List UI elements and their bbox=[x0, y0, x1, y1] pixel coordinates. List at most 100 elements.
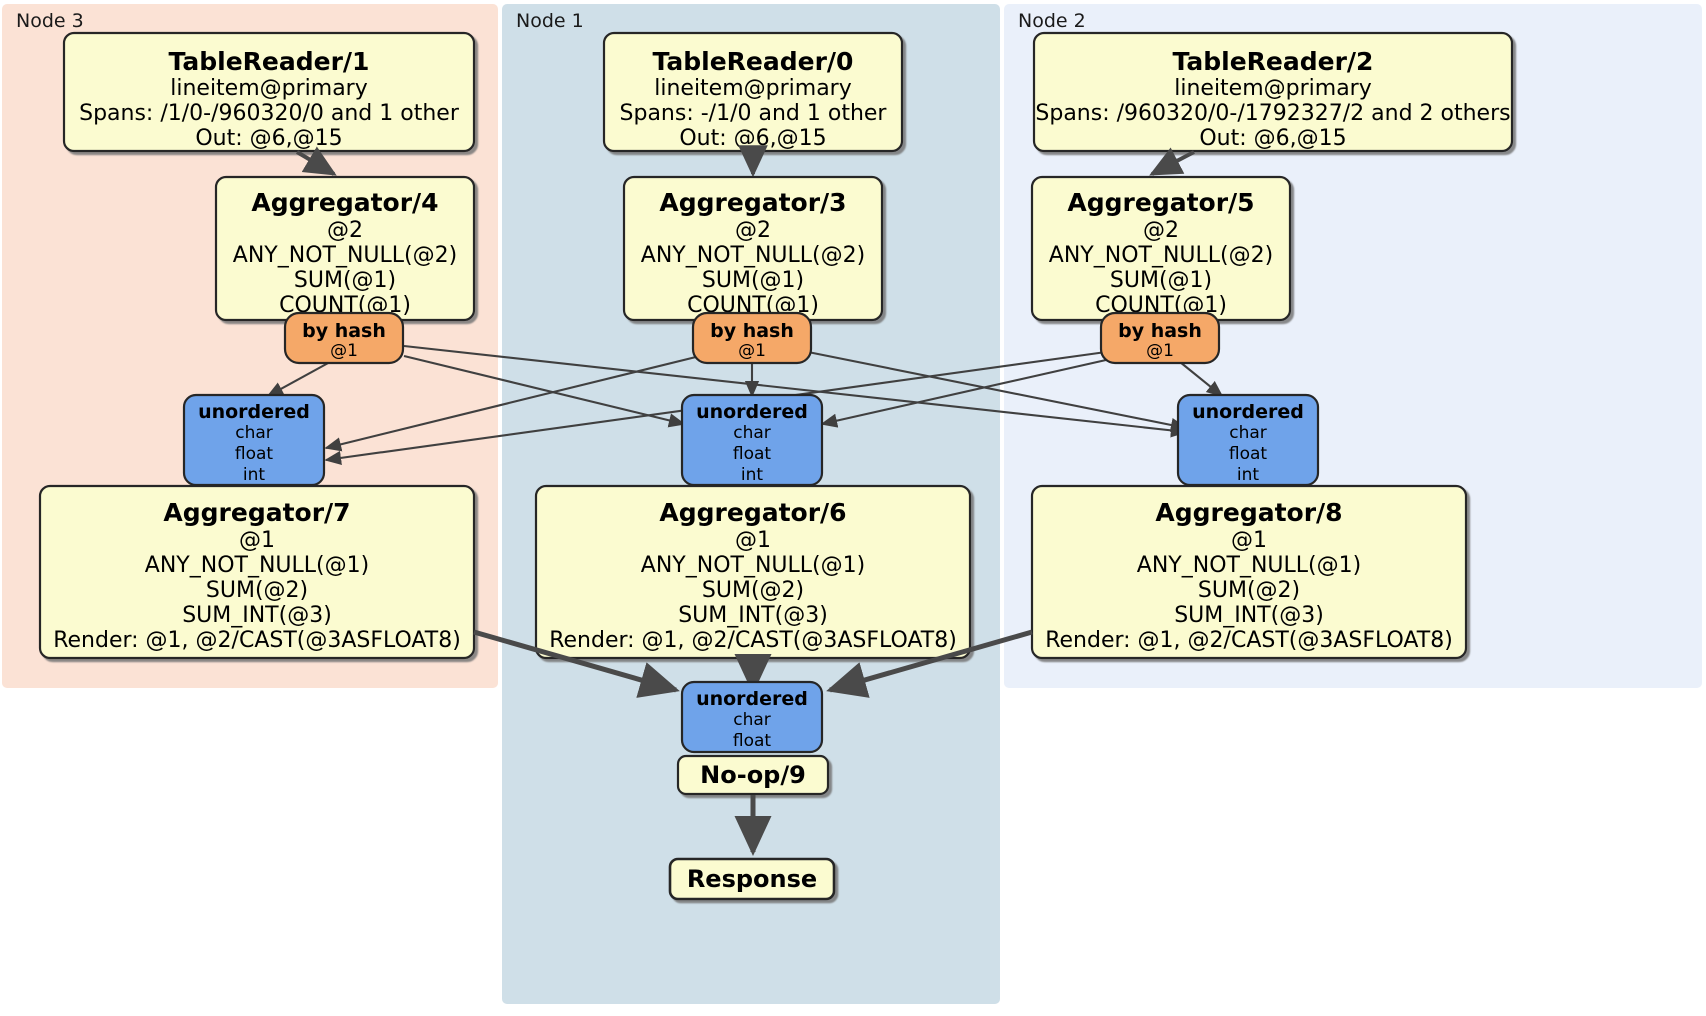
unordered-sync-node1-line-0: char bbox=[733, 423, 771, 443]
table-reader-0-line-2: Out: @6,@15 bbox=[679, 126, 826, 151]
table-reader-2-box[interactable] bbox=[1032, 31, 1514, 153]
response-title: Response bbox=[687, 865, 817, 893]
aggregator-8-box[interactable] bbox=[1030, 484, 1468, 660]
aggregator-4[interactable]: Aggregator/4 @2 ANY_NOT_NULL(@2) SUM(@1)… bbox=[214, 175, 476, 322]
table-reader-2[interactable]: TableReader/2 lineitem@primary Spans: /9… bbox=[1032, 31, 1514, 153]
aggregator-6-title: Aggregator/6 bbox=[659, 498, 846, 527]
aggregator-7-box[interactable] bbox=[38, 484, 476, 660]
aggregator-8-line-4: Render: @1, @2/CAST(@3ASFLOAT8) bbox=[1045, 628, 1453, 653]
table-reader-2-line-2: Out: @6,@15 bbox=[1199, 126, 1346, 151]
aggregator-7-title: Aggregator/7 bbox=[163, 498, 350, 527]
aggregator-5-line-2: SUM(@1) bbox=[1110, 268, 1212, 293]
unordered-sync-node2-line-1: float bbox=[1229, 444, 1268, 464]
edge-tr1-to-agg4 bbox=[295, 146, 337, 176]
aggregator-4-title: Aggregator/4 bbox=[251, 188, 438, 217]
aggregator-7-line-4: Render: @1, @2/CAST(@3ASFLOAT8) bbox=[53, 628, 461, 653]
hash-router-node2-title: by hash bbox=[1118, 320, 1202, 342]
node2-panel-label: Node 2 bbox=[1018, 10, 1086, 32]
aggregator-3[interactable]: Aggregator/3 @2 ANY_NOT_NULL(@2) SUM(@1)… bbox=[622, 175, 884, 322]
aggregator-5-title: Aggregator/5 bbox=[1067, 188, 1254, 217]
table-reader-0-title: TableReader/0 bbox=[653, 47, 854, 76]
aggregator-7-line-1: ANY_NOT_NULL(@1) bbox=[145, 553, 369, 578]
edge-hash3-to-un1 bbox=[403, 344, 1188, 438]
aggregator-8-line-3: SUM_INT(@3) bbox=[1174, 603, 1324, 628]
aggregator-6-line-0: @1 bbox=[735, 528, 771, 553]
hash-router-node1[interactable]: by hash @1 bbox=[691, 311, 813, 365]
reader-to-aggregator-edges bbox=[295, 145, 1195, 178]
hash-router-node2-box[interactable] bbox=[1099, 311, 1221, 365]
final-unordered-sync-box[interactable] bbox=[680, 680, 824, 754]
final-unordered-sync-title: unordered bbox=[696, 688, 808, 710]
unordered-sync-node1-line-2: int bbox=[741, 465, 763, 485]
edge-hash2-to-un2 bbox=[1179, 361, 1224, 398]
hash-router-node1-line-0: @1 bbox=[738, 341, 766, 361]
hash-router-node3-line-0: @1 bbox=[330, 341, 358, 361]
table-reader-1-box[interactable] bbox=[62, 31, 476, 153]
aggregator-7-line-2: SUM(@2) bbox=[206, 578, 308, 603]
node1-panel-label: Node 1 bbox=[516, 10, 584, 32]
edge-hash3-to-un3 bbox=[266, 361, 331, 397]
hash-router-node1-box[interactable] bbox=[691, 311, 813, 365]
aggregator-6-line-1: ANY_NOT_NULL(@1) bbox=[641, 553, 865, 578]
table-reader-1-line-1: Spans: /1/0-/960320/0 and 1 other bbox=[79, 101, 460, 126]
edge-agg8-to-unfinal bbox=[826, 629, 1033, 698]
hash-router-node1-title: by hash bbox=[710, 320, 794, 342]
final-unordered-sync-line-0: char bbox=[733, 710, 771, 730]
edge-hash2-to-un1 bbox=[820, 358, 1107, 428]
aggregator-7[interactable]: Aggregator/7 @1 ANY_NOT_NULL(@1) SUM(@2)… bbox=[38, 484, 476, 660]
table-reader-2-title: TableReader/2 bbox=[1173, 47, 1374, 76]
aggregator-8-title: Aggregator/8 bbox=[1155, 498, 1342, 527]
aggregator-7-line-0: @1 bbox=[239, 528, 275, 553]
hash-router-node2-line-0: @1 bbox=[1146, 341, 1174, 361]
unordered-sync-node2-line-2: int bbox=[1237, 465, 1259, 485]
table-reader-2-line-1: Spans: /960320/0-/1792327/2 and 2 others bbox=[1035, 101, 1510, 126]
response-box[interactable] bbox=[668, 857, 836, 901]
aggregator-6-line-4: Render: @1, @2/CAST(@3ASFLOAT8) bbox=[549, 628, 957, 653]
table-reader-1[interactable]: TableReader/1 lineitem@primary Spans: /1… bbox=[62, 31, 476, 153]
unordered-sync-node3[interactable]: unordered char float int bbox=[182, 393, 326, 487]
aggregator-4-line-1: ANY_NOT_NULL(@2) bbox=[233, 243, 457, 268]
no-op-9-box[interactable] bbox=[676, 754, 830, 796]
aggregator-8[interactable]: Aggregator/8 @1 ANY_NOT_NULL(@1) SUM(@2)… bbox=[1030, 484, 1468, 660]
aggregator-7-line-3: SUM_INT(@3) bbox=[182, 603, 332, 628]
unordered-sync-node2-line-0: char bbox=[1229, 423, 1267, 443]
unordered-sync-node1[interactable]: unordered char float int bbox=[680, 393, 824, 487]
aggregator-8-line-1: ANY_NOT_NULL(@1) bbox=[1137, 553, 1361, 578]
node3-panel-label: Node 3 bbox=[16, 10, 84, 32]
aggregator-6-line-2: SUM(@2) bbox=[702, 578, 804, 603]
hash-router-node3[interactable]: by hash @1 bbox=[283, 311, 405, 365]
table-reader-1-title: TableReader/1 bbox=[169, 47, 370, 76]
aggregator-8-line-0: @1 bbox=[1231, 528, 1267, 553]
aggregator-5[interactable]: Aggregator/5 @2 ANY_NOT_NULL(@2) SUM(@1)… bbox=[1030, 175, 1292, 322]
unordered-sync-node3-line-1: float bbox=[235, 444, 274, 464]
hash-router-node3-box[interactable] bbox=[283, 311, 405, 365]
edge-agg7-to-unfinal bbox=[473, 629, 680, 698]
aggregator-5-line-0: @2 bbox=[1143, 218, 1179, 243]
aggregator-8-line-2: SUM(@2) bbox=[1198, 578, 1300, 603]
table-reader-0[interactable]: TableReader/0 lineitem@primary Spans: -/… bbox=[602, 31, 904, 153]
aggregator-3-line-1: ANY_NOT_NULL(@2) bbox=[641, 243, 865, 268]
table-reader-1-line-0: lineitem@primary bbox=[170, 76, 368, 101]
table-reader-2-line-0: lineitem@primary bbox=[1174, 76, 1372, 101]
no-op-9[interactable]: No-op/9 bbox=[676, 754, 830, 796]
unordered-sync-node2-title: unordered bbox=[1192, 401, 1304, 423]
aggregator-3-line-2: SUM(@1) bbox=[702, 268, 804, 293]
table-reader-0-line-1: Spans: -/1/0 and 1 other bbox=[620, 101, 888, 126]
aggregator-6-line-3: SUM_INT(@3) bbox=[678, 603, 828, 628]
edge-tr2-to-agg5 bbox=[1149, 147, 1195, 176]
table-reader-0-line-0: lineitem@primary bbox=[654, 76, 852, 101]
unordered-sync-node1-title: unordered bbox=[696, 401, 808, 423]
response-node[interactable]: Response bbox=[668, 857, 836, 901]
aggregator-3-title: Aggregator/3 bbox=[659, 188, 846, 217]
edge-hash3-to-un2 bbox=[403, 354, 686, 428]
edge-hash1-to-un3 bbox=[324, 354, 701, 452]
aggregator-6[interactable]: Aggregator/6 @1 ANY_NOT_NULL(@1) SUM(@2)… bbox=[534, 484, 972, 660]
unordered-sync-node3-line-2: int bbox=[243, 465, 265, 485]
final-unordered-sync[interactable]: unordered char float bbox=[680, 680, 824, 754]
hash-router-node2[interactable]: by hash @1 bbox=[1099, 311, 1221, 365]
edge-hash1-to-un2 bbox=[807, 350, 1188, 433]
unordered-sync-node2[interactable]: unordered char float int bbox=[1176, 393, 1320, 487]
table-reader-1-line-2: Out: @6,@15 bbox=[195, 126, 342, 151]
aggregator-5-line-1: ANY_NOT_NULL(@2) bbox=[1049, 243, 1273, 268]
